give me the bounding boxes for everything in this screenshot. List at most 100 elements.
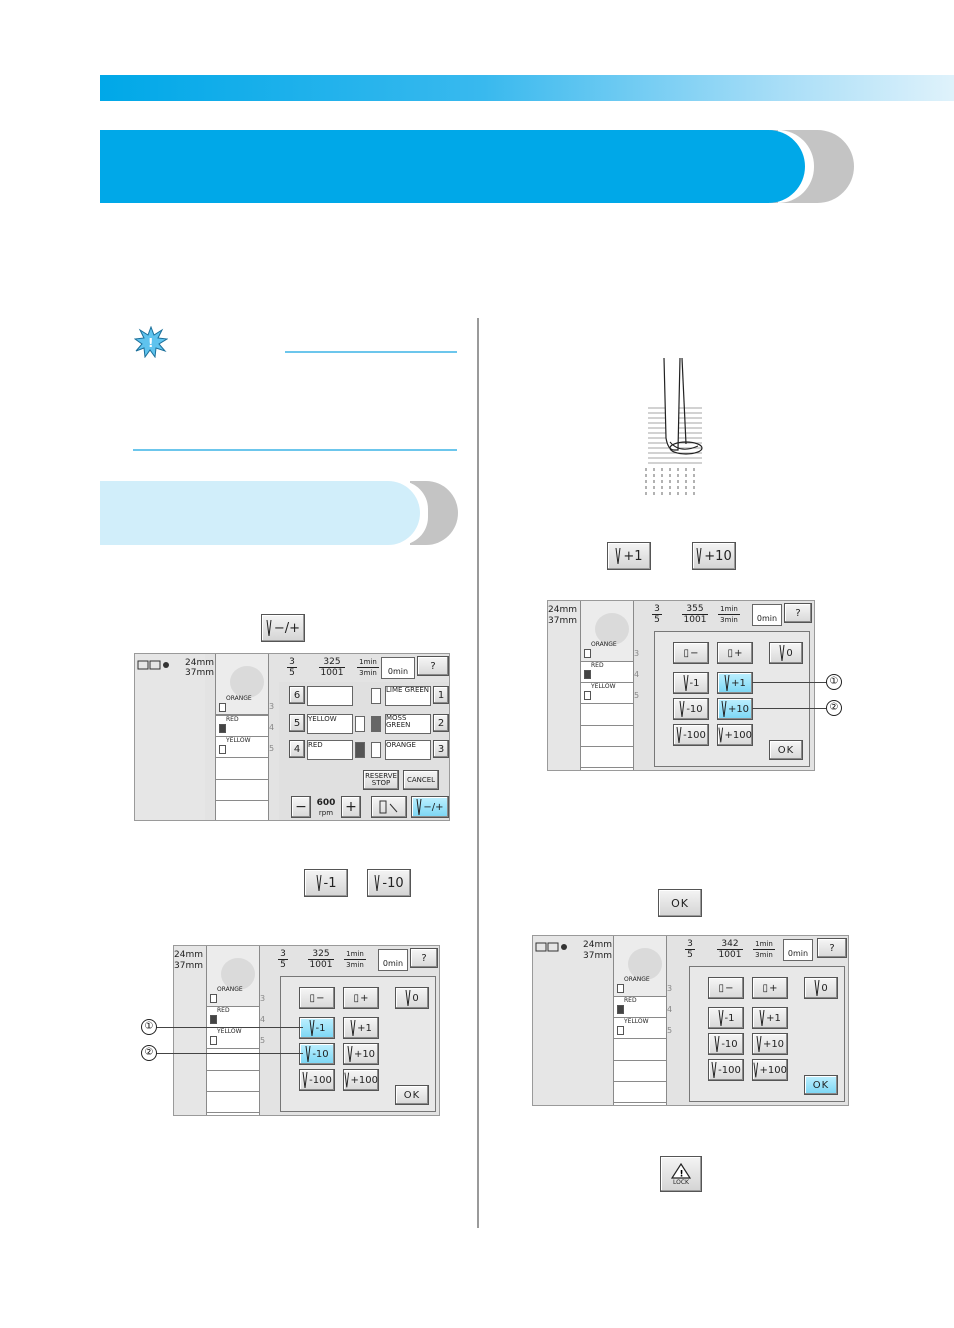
needle-plus-100-button[interactable]: +100 bbox=[343, 1069, 379, 1091]
btn-label: 0 bbox=[412, 992, 419, 1004]
needle-icon bbox=[721, 701, 727, 717]
color-forward-button[interactable]: ▯+ bbox=[752, 977, 788, 999]
btn-label: -1 bbox=[689, 677, 700, 689]
needle-number: 1 bbox=[433, 686, 449, 704]
color-row[interactable]: ORANGE bbox=[614, 976, 666, 997]
needle-minus-10-button[interactable]: -10 bbox=[708, 1033, 744, 1055]
color-change-button[interactable] bbox=[371, 796, 407, 818]
needle-number: 6 bbox=[289, 686, 305, 704]
screen-left-strip: 24mm 37mm bbox=[548, 601, 580, 770]
design-height: 37mm bbox=[174, 961, 203, 971]
speed-up-button[interactable]: + bbox=[341, 796, 361, 818]
ok-key[interactable]: OK bbox=[658, 889, 702, 917]
needle-icon bbox=[347, 1046, 353, 1062]
color-row[interactable]: YELLOW bbox=[581, 683, 633, 704]
note-burst-icon: ! bbox=[134, 326, 168, 358]
help-icon[interactable]: ? bbox=[410, 948, 438, 968]
callout-marker-1: ① bbox=[826, 674, 842, 690]
btn-label: + bbox=[360, 992, 369, 1004]
btn-label: -10 bbox=[721, 1038, 738, 1050]
needle-minus-1-button[interactable]: -1 bbox=[299, 1017, 335, 1039]
note-rule-bottom bbox=[133, 449, 457, 451]
color-back-button[interactable]: ▯− bbox=[673, 642, 709, 664]
btn-label: − bbox=[725, 982, 734, 994]
needle-icon bbox=[779, 645, 785, 661]
needle-number: 5 bbox=[289, 714, 305, 732]
color-back-button[interactable]: ▯− bbox=[708, 977, 744, 999]
needle-zero-button[interactable]: 0 bbox=[804, 977, 838, 999]
needle-minus-100-button[interactable]: -100 bbox=[673, 724, 709, 746]
color-row[interactable]: ORANGE bbox=[216, 695, 268, 716]
color-row-empty bbox=[581, 746, 633, 768]
needle-icon bbox=[714, 1036, 720, 1052]
reserve-stop-button[interactable]: RESERVE STOP bbox=[363, 770, 399, 790]
needle-minus-1-button[interactable]: -1 bbox=[708, 1007, 744, 1029]
lock-key-label: LOCK bbox=[673, 1178, 689, 1186]
needle-icon bbox=[305, 1046, 311, 1062]
needle-zero-button[interactable]: 0 bbox=[395, 987, 429, 1009]
needle-minus-10-button[interactable]: -10 bbox=[299, 1043, 335, 1065]
needle-minus-100-button[interactable]: -100 bbox=[708, 1059, 744, 1081]
row-number: 4 bbox=[269, 723, 275, 732]
color-row[interactable]: YELLOW bbox=[216, 737, 268, 758]
btn-label: + bbox=[734, 647, 743, 659]
color-back-button[interactable]: ▯− bbox=[299, 987, 335, 1009]
color-row[interactable]: ORANGE bbox=[207, 986, 259, 1007]
btn-label: +1 bbox=[357, 1022, 372, 1034]
plus-1-key[interactable]: +1 bbox=[607, 542, 651, 570]
color-row[interactable]: ORANGE bbox=[581, 641, 633, 662]
needle-plus-minus-key[interactable]: −/+ bbox=[261, 614, 305, 642]
needle-icon bbox=[416, 799, 422, 815]
needle-plus-100-button[interactable]: +100 bbox=[717, 724, 753, 746]
color-forward-button[interactable]: ▯+ bbox=[717, 642, 753, 664]
ok-button[interactable]: OK bbox=[395, 1085, 429, 1105]
needle-plus-1-button[interactable]: +1 bbox=[752, 1007, 788, 1029]
minus-10-label: -10 bbox=[382, 875, 404, 891]
color-row[interactable]: RED bbox=[207, 1007, 259, 1028]
help-icon[interactable]: ? bbox=[417, 656, 449, 676]
color-row[interactable]: YELLOW bbox=[614, 1018, 666, 1039]
needle-minus-10-button[interactable]: -10 bbox=[673, 698, 709, 720]
btn-label: -10 bbox=[686, 703, 703, 715]
needle-plus-10-button[interactable]: +10 bbox=[343, 1043, 379, 1065]
cancel-button[interactable]: CANCEL bbox=[403, 770, 439, 790]
needle-minus-100-button[interactable]: -100 bbox=[299, 1069, 335, 1091]
needle-icon bbox=[724, 675, 730, 691]
color-row[interactable]: RED bbox=[581, 662, 633, 683]
help-icon[interactable]: ? bbox=[784, 603, 812, 623]
row-number: 4 bbox=[667, 1005, 673, 1014]
needle-plus-minus-button[interactable]: −/+ bbox=[411, 796, 449, 818]
ok-button[interactable]: OK bbox=[769, 740, 803, 760]
btn-label: 0 bbox=[786, 647, 793, 659]
plus-10-key[interactable]: +10 bbox=[692, 542, 736, 570]
ok-button[interactable]: OK bbox=[804, 1075, 838, 1095]
color-row[interactable]: YELLOW bbox=[207, 1028, 259, 1049]
color-forward-button[interactable]: ▯+ bbox=[343, 987, 379, 1009]
design-width: 24mm bbox=[583, 940, 612, 950]
spool-icon bbox=[355, 716, 365, 732]
needle-zero-button[interactable]: 0 bbox=[769, 642, 803, 664]
minus-10-key[interactable]: -10 bbox=[367, 869, 411, 897]
color-row[interactable]: RED bbox=[614, 997, 666, 1018]
needle-plus-100-button[interactable]: +100 bbox=[752, 1059, 788, 1081]
color-row[interactable]: RED bbox=[216, 716, 268, 737]
column-divider bbox=[477, 318, 479, 1228]
needle-minus-1-button[interactable]: -1 bbox=[673, 672, 709, 694]
help-icon[interactable]: ? bbox=[817, 938, 847, 958]
needle-plus-10-button[interactable]: +10 bbox=[752, 1033, 788, 1055]
row-number: 4 bbox=[634, 670, 640, 679]
btn-label: +10 bbox=[762, 1038, 785, 1050]
lock-key[interactable]: ! LOCK bbox=[660, 1156, 702, 1192]
speed-down-button[interactable]: − bbox=[291, 796, 311, 818]
color-row-empty bbox=[216, 800, 268, 820]
needle-plus-10-button[interactable]: +10 bbox=[717, 698, 753, 720]
needle-plus-1-button[interactable]: +1 bbox=[717, 672, 753, 694]
needle-plus-1-button[interactable]: +1 bbox=[343, 1017, 379, 1039]
minus-1-key[interactable]: -1 bbox=[304, 869, 348, 897]
